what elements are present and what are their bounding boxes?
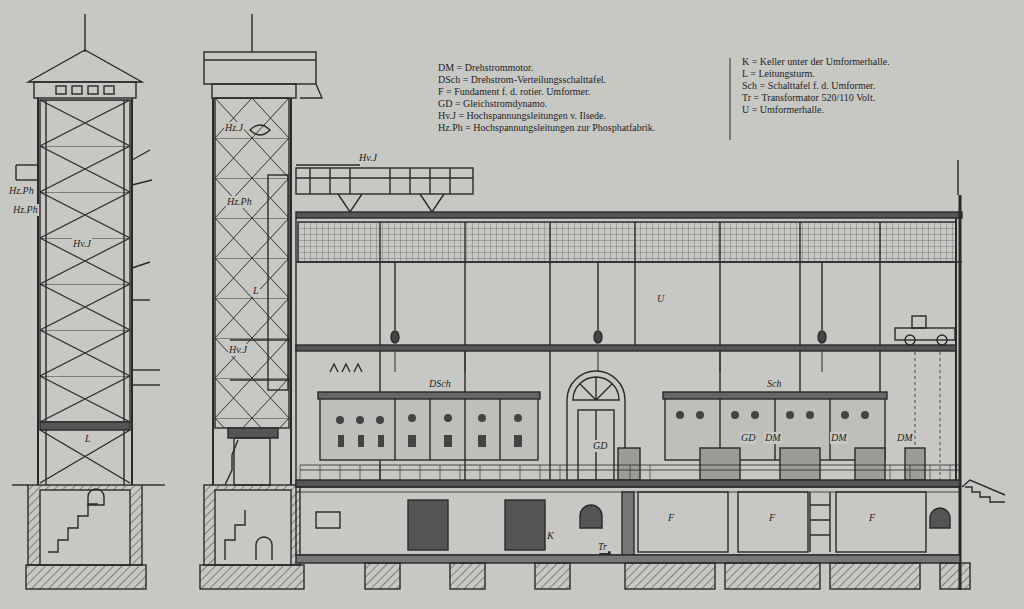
part-label: Hv.J: [358, 152, 378, 164]
part-label: GD: [740, 432, 756, 444]
abbreviation-key: Hz.Ph = Hochspannungsleitungen zur Phosp…: [438, 122, 738, 134]
abbreviation-key: DSch = Drehstrom-Verteilungsschalttafel.: [438, 74, 606, 86]
part-label: Sch: [766, 378, 782, 390]
part-label: F: [868, 512, 876, 524]
abbreviation-key: Tr = Transformator 520/110 Volt.: [742, 92, 875, 104]
part-label: F: [667, 512, 675, 524]
part-label: Hz.J: [224, 122, 244, 134]
abbreviation-key: DM = Drehstrommotor.: [438, 62, 533, 74]
abbreviation-key: Sch = Schalttafel f. d. Umformer.: [742, 80, 875, 92]
part-label: F: [768, 512, 776, 524]
part-label: GD: [592, 440, 608, 452]
abbreviation-key: U = Umformerhalle.: [742, 104, 824, 116]
part-label: K: [546, 530, 555, 542]
part-label: Hv.J: [228, 344, 248, 356]
abbreviation-key: K = Keller unter der Umformerhalle.: [742, 56, 890, 68]
part-label: DSch: [428, 378, 452, 390]
abbreviation-key: Hv.J = Hochspannungsleitungen v. Ilsede.: [438, 110, 606, 122]
abbreviation-key: F = Fundament f. d. rotier. Umformer.: [438, 86, 590, 98]
part-label: U: [656, 293, 665, 305]
part-label: DM: [764, 432, 782, 444]
part-label: DM: [896, 432, 914, 444]
part-label: Tr: [597, 541, 608, 553]
part-label: L: [84, 433, 92, 445]
part-label: Hv.J: [72, 238, 92, 250]
part-label: Hz.Ph: [226, 196, 253, 208]
part-label: L: [252, 285, 260, 297]
abbreviation-key: GD = Gleichstromdynamo.: [438, 98, 547, 110]
part-label: Hz.Ph: [8, 185, 35, 197]
part-label: DM: [830, 432, 848, 444]
part-label: Hz.Ph: [12, 204, 39, 216]
abbreviation-key: L = Leitungsturm.: [742, 68, 815, 80]
